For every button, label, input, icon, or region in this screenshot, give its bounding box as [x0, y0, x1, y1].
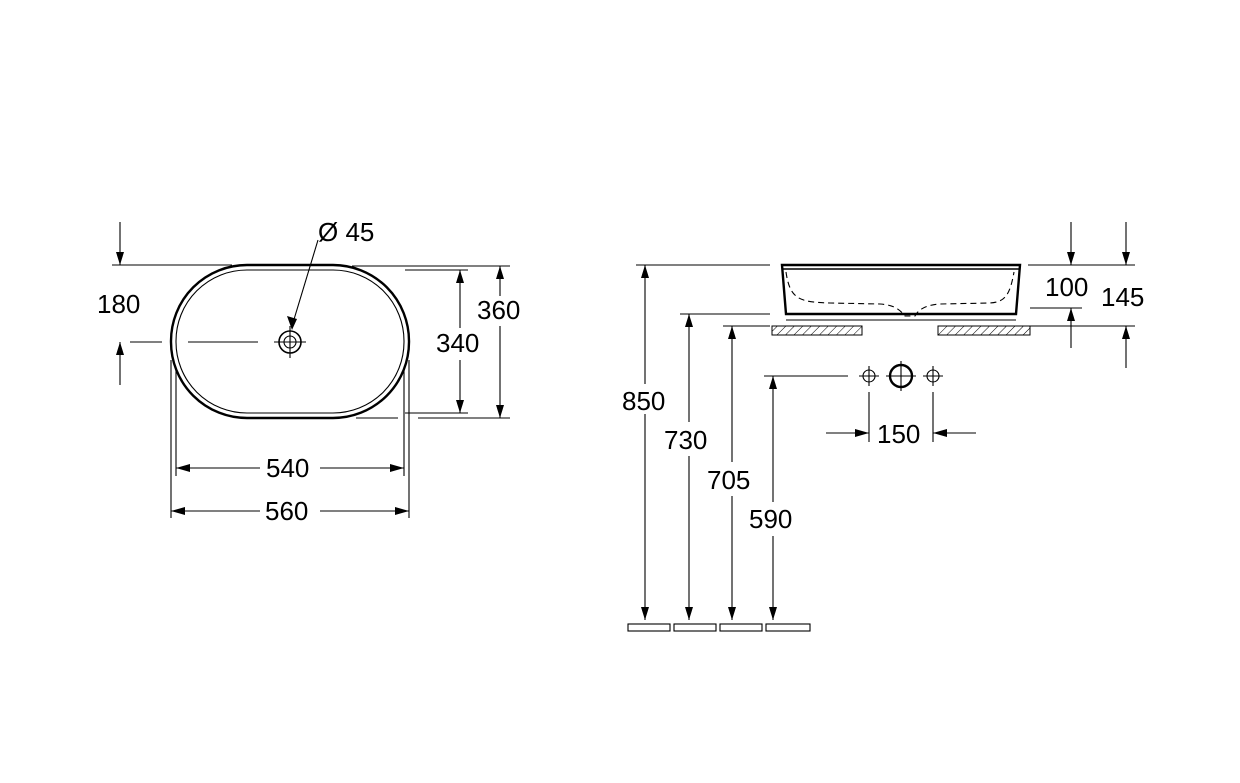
dim-850: 850 — [622, 386, 665, 416]
dim-145: 145 — [1101, 282, 1144, 312]
arrow-540-right — [390, 464, 404, 472]
arrow-150-left — [855, 429, 869, 437]
dim-360: 360 — [477, 295, 520, 325]
arrow-590-bottom — [769, 607, 777, 620]
dim-560: 560 — [265, 496, 308, 526]
basin-inner-outline — [175, 269, 405, 414]
tap-connection-center — [886, 361, 916, 391]
dim-590: 590 — [749, 504, 792, 534]
basin-side-outline — [780, 263, 1022, 316]
dim-100: 100 — [1045, 272, 1088, 302]
arrow-180-bottom — [116, 342, 124, 355]
arrow-730-top — [685, 314, 693, 327]
arrow-705-top — [728, 326, 736, 339]
dim-hole-diameter: Ø 45 — [318, 217, 374, 247]
arrow-560-left — [171, 507, 185, 515]
dim-730: 730 — [664, 425, 707, 455]
arrow-705-bottom — [728, 607, 736, 620]
basin-outer-outline — [169, 263, 411, 420]
hole-leader-arrow — [287, 316, 297, 330]
arrow-150-right — [933, 429, 947, 437]
countertop-left — [771, 325, 863, 336]
arrow-340-top — [456, 270, 464, 283]
arrow-180-top — [116, 252, 124, 265]
arrow-340-bottom — [456, 400, 464, 413]
arrow-540-left — [176, 464, 190, 472]
arrow-730-bottom — [685, 607, 693, 620]
arrow-590-top — [769, 376, 777, 389]
arrow-100-top — [1067, 252, 1075, 265]
floor-line — [627, 623, 811, 632]
dim-150: 150 — [877, 419, 920, 449]
hole-leader-line — [291, 239, 319, 327]
arrow-850-bottom — [641, 607, 649, 620]
arrow-145-top — [1122, 252, 1130, 265]
dim-540: 540 — [266, 453, 309, 483]
top-view: Ø 45 180 340 360 540 — [97, 217, 520, 526]
basin-inner-dashed — [785, 271, 1015, 317]
arrow-850-top — [641, 265, 649, 278]
arrow-100-bottom — [1067, 308, 1075, 321]
arrow-560-right — [395, 507, 409, 515]
arrow-360-top — [496, 266, 504, 279]
countertop-right — [937, 325, 1031, 336]
arrow-145-bottom — [1122, 326, 1130, 339]
drain-hole — [274, 326, 306, 358]
tap-connection-left — [859, 366, 879, 386]
dim-180: 180 — [97, 289, 140, 319]
dim-340: 340 — [436, 328, 479, 358]
arrow-360-bottom — [496, 405, 504, 418]
dim-705: 705 — [707, 465, 750, 495]
side-view: 100 145 850 730 705 590 — [622, 222, 1144, 632]
tap-connection-right — [923, 366, 943, 386]
